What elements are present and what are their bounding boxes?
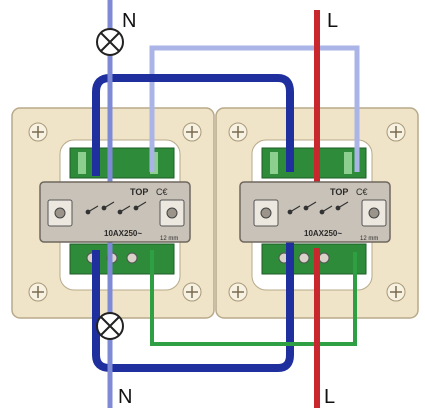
switch-rating: 10AX250~ bbox=[304, 229, 342, 238]
screw-icon bbox=[28, 122, 48, 142]
switch-left: TOP C€ 10AX250~ 12 mm bbox=[39, 181, 191, 243]
switch-symbol-icon bbox=[85, 201, 147, 215]
screw-icon bbox=[28, 282, 48, 302]
lamp-icon bbox=[96, 28, 124, 56]
screw-icon bbox=[182, 282, 202, 302]
terminal-block-left-bottom bbox=[69, 243, 175, 275]
switch-top-marking: TOP bbox=[330, 187, 348, 197]
screw-icon bbox=[386, 122, 406, 142]
screw-icon bbox=[386, 282, 406, 302]
lamp-icon bbox=[96, 312, 124, 340]
neutral-label-bottom: N bbox=[118, 386, 132, 408]
line-label-top: L bbox=[327, 10, 338, 32]
ce-mark-icon: C€ bbox=[356, 187, 368, 197]
ce-mark-icon: C€ bbox=[156, 187, 168, 197]
screw-icon bbox=[228, 282, 248, 302]
switch-strip-length: 12 mm bbox=[360, 236, 378, 242]
switch-symbol-icon bbox=[287, 201, 349, 215]
screw-icon bbox=[228, 122, 248, 142]
neutral-label-top: N bbox=[122, 10, 136, 32]
screw-icon bbox=[182, 122, 202, 142]
traveler-wire-light bbox=[149, 45, 360, 172]
switch-strip-length: 12 mm bbox=[160, 236, 178, 242]
terminal-block-left-top bbox=[69, 147, 175, 179]
line-label-bottom: L bbox=[324, 386, 335, 408]
lamp-return-wire-blue bbox=[92, 240, 294, 372]
switch-top-marking: TOP bbox=[130, 187, 148, 197]
switch-rating: 10AX250~ bbox=[104, 229, 142, 238]
jumper-wire-blue bbox=[92, 74, 294, 176]
traveler-wire-green bbox=[150, 250, 357, 346]
switch-right: TOP C€ 10AX250~ 12 mm bbox=[239, 181, 391, 243]
